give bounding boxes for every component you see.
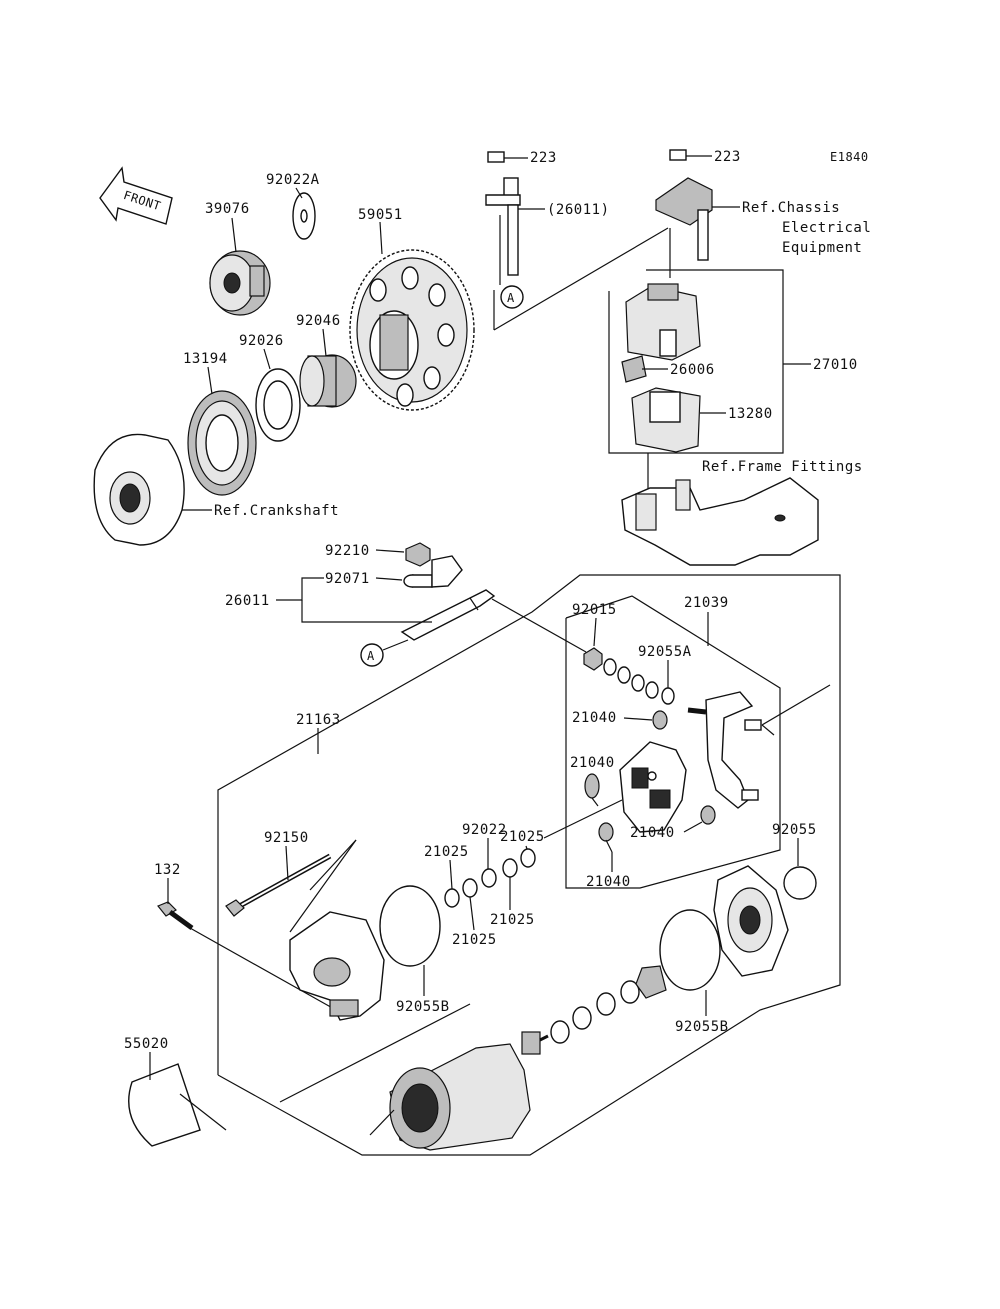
brush-21040-a-part	[652, 710, 668, 730]
nut-92210-part	[405, 542, 431, 567]
brush-21040-d-part	[598, 822, 614, 853]
relay-lead-26011-part	[485, 151, 521, 285]
part-label-223-left: 223	[530, 150, 557, 166]
relay-bracket-part	[655, 177, 713, 261]
armature-washers-part	[550, 965, 667, 1044]
svg-text:A: A	[367, 649, 375, 663]
starter-cable-26011-part	[400, 589, 496, 641]
part-label-92022a: 92022A	[266, 172, 320, 188]
washers-21025-92022-part	[444, 848, 536, 908]
part-label-21040-d: 21040	[586, 874, 631, 890]
brush-holder-part	[619, 741, 687, 833]
part-label-21025-b: 21025	[424, 844, 469, 860]
svg-text:A: A	[507, 291, 515, 305]
o-ring-92055a-part	[661, 687, 675, 705]
part-label-92055b-right: 92055B	[675, 1019, 729, 1035]
bolt-132-part	[157, 901, 194, 931]
part-label-21025-d: 21025	[452, 932, 497, 948]
o-ring-92055-part	[783, 866, 817, 900]
ref-chassis-label-2: Electrical	[782, 220, 871, 236]
part-label-55020: 55020	[124, 1036, 169, 1052]
ref-frame-label: Ref.Frame Fittings	[702, 459, 863, 475]
part-label-92055b-left: 92055B	[396, 999, 450, 1015]
part-label-21039: 21039	[684, 595, 729, 611]
part-label-21040-c: 21040	[630, 825, 675, 841]
ref-chassis-label-3: Equipment	[782, 240, 862, 256]
part-label-21025-c: 21025	[490, 912, 535, 928]
part-label-21025-a: 21025	[500, 829, 545, 845]
front-end-cover-part	[289, 911, 385, 1021]
part-label-92022: 92022	[462, 822, 507, 838]
rear-end-cover-part	[713, 865, 789, 977]
part-label-223-right: 223	[714, 149, 741, 165]
fuse-26006-part	[621, 355, 647, 383]
diagram-code: E1840	[830, 150, 869, 164]
part-label-21040-a: 21040	[572, 710, 617, 726]
washer-92022a-part	[292, 192, 316, 240]
screw-223-right-part	[669, 149, 687, 161]
part-label-59051: 59051	[358, 207, 403, 223]
o-ring-92055b-left-part	[379, 885, 441, 967]
o-ring-92055b-right-part	[659, 909, 721, 991]
crankshaft-rotor-reference-part	[93, 433, 185, 546]
ref-crankshaft-label: Ref.Crankshaft	[214, 503, 339, 519]
relay-cover-13280-part	[631, 387, 701, 453]
part-label-92046: 92046	[296, 313, 341, 329]
brush-21040-c-part	[700, 805, 716, 825]
washer-stack-part	[603, 658, 659, 699]
part-label-92026: 92026	[239, 333, 284, 349]
part-label-92055a: 92055A	[638, 644, 692, 660]
needle-bearing-92046-part	[299, 354, 357, 408]
part-label-26006: 26006	[670, 362, 715, 378]
part-label-26011: 26011	[225, 593, 270, 609]
terminal-bolt-brush-plate-part	[687, 691, 762, 809]
ref-chassis-label-1: Ref.Chassis	[742, 200, 840, 216]
part-label-21163: 21163	[296, 712, 341, 728]
part-label-92055: 92055	[772, 822, 817, 838]
starter-relay-part	[625, 283, 701, 361]
brush-21040-b-part	[584, 773, 600, 807]
washer-92026-part	[255, 368, 301, 442]
one-way-clutch-13194-part	[187, 390, 257, 496]
part-label-21040-b: 21040	[570, 755, 615, 771]
nut-92015-part	[583, 647, 603, 671]
starter-clutch-gear-59051-part	[349, 249, 475, 411]
cap-92071-part	[403, 555, 463, 588]
part-label-26011-paren: (26011)	[547, 202, 610, 218]
part-label-92015: 92015	[572, 602, 617, 618]
part-label-13194: 13194	[183, 351, 228, 367]
front-arrow-icon: FRONT	[99, 166, 173, 225]
part-label-92071: 92071	[325, 571, 370, 587]
callout-a-bottom: A	[360, 643, 384, 667]
label-55020-part	[128, 1063, 201, 1147]
starter-motor-body-part	[389, 1031, 549, 1151]
frame-fitting-reference-part	[621, 477, 819, 566]
part-label-13280: 13280	[728, 406, 773, 422]
part-label-39076: 39076	[205, 201, 250, 217]
part-label-92210: 92210	[325, 543, 370, 559]
part-label-92150: 92150	[264, 830, 309, 846]
through-bolt-92150-part	[225, 853, 332, 917]
idler-gear-39076-part	[209, 250, 271, 316]
part-label-27010: 27010	[813, 357, 858, 373]
callout-a-top: A	[500, 285, 524, 309]
part-label-132: 132	[154, 862, 181, 878]
